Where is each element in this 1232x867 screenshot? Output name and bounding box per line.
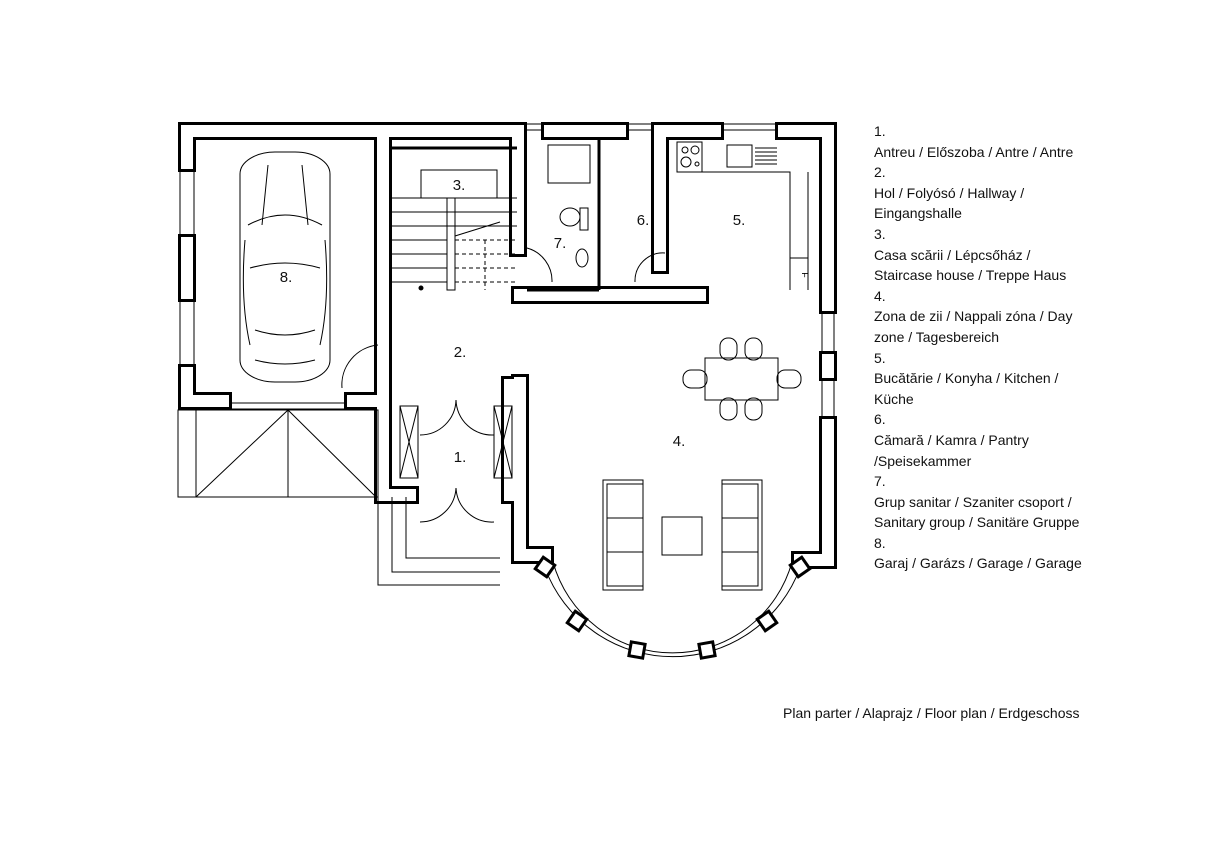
legend-line: Bucătărie / Konyha / Kitchen / — [874, 370, 1059, 387]
legend-line: 3. — [874, 225, 886, 242]
legend-line: 6. — [874, 411, 886, 428]
entrance — [341, 247, 666, 586]
legend-line: Grup sanitar / Szaniter csoport / — [874, 493, 1072, 510]
legend-line: Sanitary group / Sanitäre Gruppe — [874, 514, 1080, 531]
legend-line: 7. — [874, 473, 886, 490]
legend-line: 1. — [874, 123, 886, 139]
kitchen-counter — [676, 141, 809, 290]
room-label-5: 5. — [733, 212, 746, 229]
legend-line: /Speisekammer — [874, 452, 972, 469]
legend-line: zone / Tagesbereich — [874, 328, 1000, 345]
legend-line: Casa scării / Lépcsőház / — [874, 246, 1031, 263]
legend-line: Antreu / Előszoba / Antre / Antre — [874, 143, 1074, 160]
legend-line: 8. — [874, 534, 886, 551]
staircase — [390, 169, 517, 291]
car-icon — [239, 151, 331, 383]
room-legend: 1. Antreu / Előszoba / Antre / Antre 2. … — [874, 121, 1082, 574]
legend-line: Küche — [874, 390, 914, 407]
sanitary-fixtures — [547, 144, 591, 268]
fridge-label: F — [800, 272, 810, 278]
room-label-7: 7. — [554, 235, 567, 252]
legend-line: Garaj / Garázs / Garage / Garage — [874, 555, 1082, 572]
room-label-1: 1. — [454, 449, 467, 466]
plan-caption: Plan parter / Alaprajz / Floor plan / Er… — [783, 705, 1080, 721]
room-label-3: 3. — [453, 177, 466, 194]
bay-window-piers — [533, 555, 812, 660]
legend-line: Hol / Folyósó / Hallway / — [874, 184, 1025, 201]
dining-table — [682, 337, 802, 421]
room-label-2: 2. — [454, 344, 467, 361]
legend-line: 4. — [874, 287, 886, 304]
sofas — [602, 479, 763, 591]
legend-line: Eingangshalle — [874, 205, 962, 222]
legend-line: Staircase house / Treppe Haus — [874, 267, 1067, 284]
legend-line: Cămară / Kamra / Pantry — [874, 431, 1029, 448]
legend-line: 2. — [874, 164, 886, 181]
walls — [178, 122, 837, 569]
legend-line: Zona de zii / Nappali zóna / Day — [874, 308, 1073, 325]
room-label-4: 4. — [673, 433, 686, 450]
room-label-6: 6. — [637, 212, 650, 229]
windows — [179, 123, 835, 658]
room-label-8: 8. — [280, 269, 293, 286]
legend-line: 5. — [874, 349, 886, 366]
garage-canopy — [177, 409, 379, 498]
